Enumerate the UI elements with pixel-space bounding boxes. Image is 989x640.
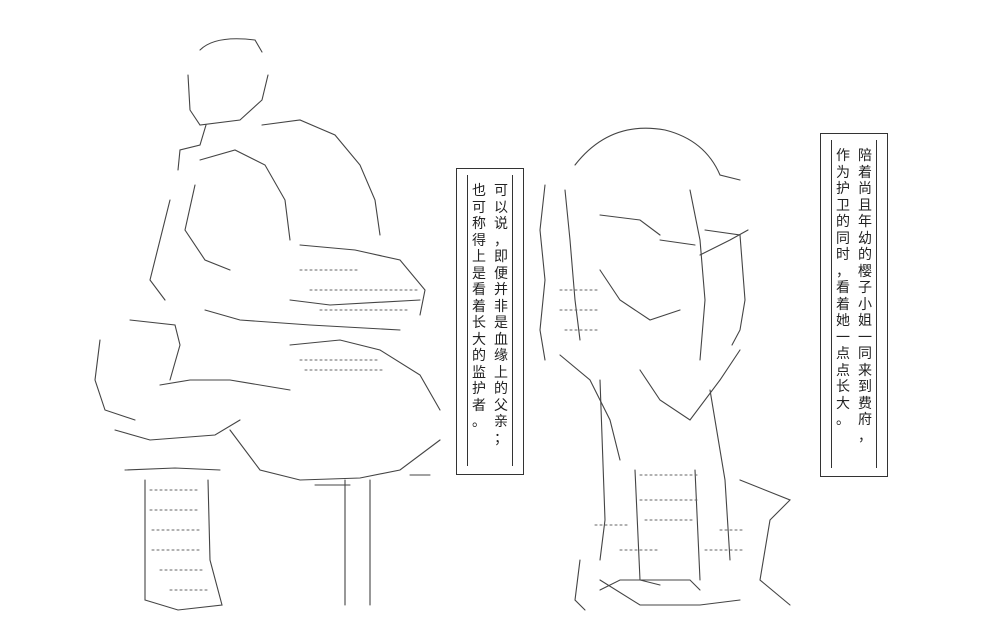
speech-box-left: 可以说，即便并非是血缘上的父亲； 也可称得上是看着长大的监护者。	[456, 168, 524, 475]
speech-left-column-2: 也可称得上是看着长大的监护者。	[468, 183, 490, 431]
speech-box-right: 陪着尚且年幼的樱子小姐一同来到费府， 作为护卫的同时，看着她一点点长大。	[820, 133, 888, 477]
young-girl-figure	[539, 127, 791, 611]
speech-left-column-1: 可以说，即便并非是血缘上的父亲；	[490, 183, 512, 447]
standing-man-figure	[94, 38, 441, 611]
speech-right-column-2-text: 作为护卫的同时，看着她一点点长大。	[836, 148, 850, 428]
speech-right-column-1: 陪着尚且年幼的樱子小姐一同来到费府，	[854, 148, 876, 445]
speech-right-column-1-text: 陪着尚且年幼的樱子小姐一同来到费府，	[858, 148, 872, 445]
speech-right-column-2: 作为护卫的同时，看着她一点点长大。	[832, 148, 854, 429]
speech-left-column-2-text: 也可称得上是看着长大的监护者。	[472, 183, 486, 430]
speech-left-column-1-text: 可以说，即便并非是血缘上的父亲；	[494, 183, 508, 447]
